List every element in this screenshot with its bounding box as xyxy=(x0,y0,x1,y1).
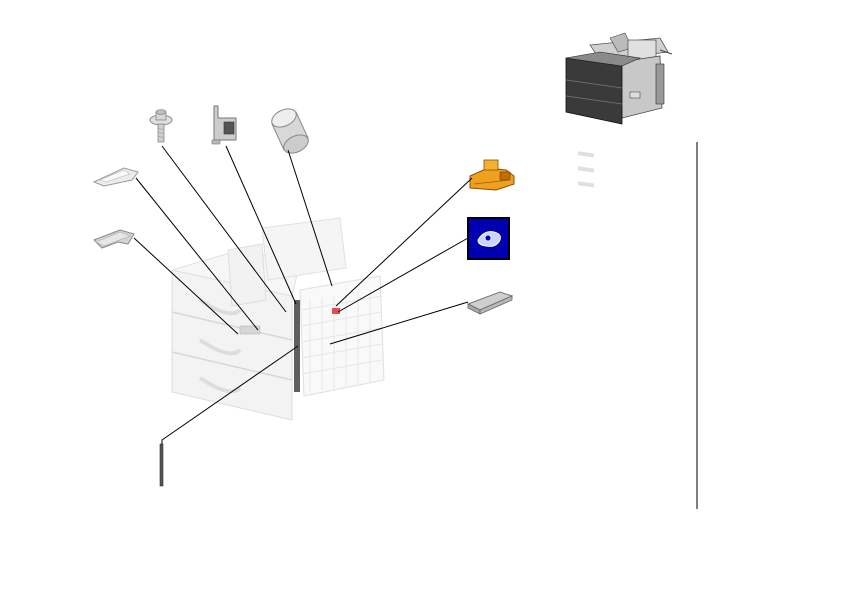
screw-part[interactable] xyxy=(149,109,173,143)
callout-handle-lower xyxy=(133,237,239,335)
connector-orange-part[interactable] xyxy=(469,159,515,191)
handle-cover-upper-part[interactable] xyxy=(92,167,139,187)
roller-sleeve-part[interactable] xyxy=(269,105,311,156)
sensor-blue-part[interactable] xyxy=(467,217,510,260)
callout-sensor xyxy=(337,237,469,313)
rail-rod-part[interactable] xyxy=(159,443,164,487)
callout-screw xyxy=(161,145,287,313)
callout-sleeve xyxy=(287,149,333,287)
callout-handle-upper xyxy=(135,177,259,331)
callout-bracket xyxy=(225,145,297,305)
ghost-assembly xyxy=(148,158,420,442)
callout-pad xyxy=(329,301,469,345)
highlight-red-part xyxy=(332,308,340,314)
callout-rail xyxy=(161,345,299,444)
callout-lines xyxy=(133,145,473,444)
callout-connector xyxy=(335,177,473,307)
bracket-part[interactable] xyxy=(211,105,237,145)
handle-cover-lower-part[interactable] xyxy=(93,229,135,249)
pad-gray-part[interactable] xyxy=(466,291,514,315)
assembly-thumbnail xyxy=(558,10,676,188)
